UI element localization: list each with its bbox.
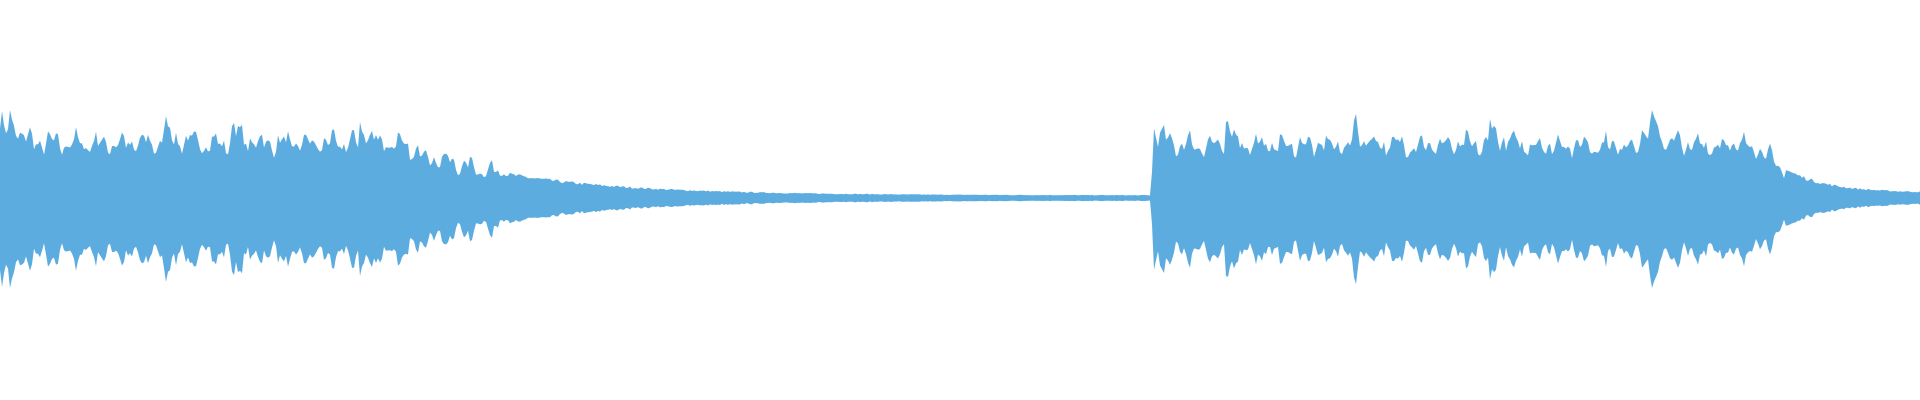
waveform-envelope <box>0 110 1920 288</box>
